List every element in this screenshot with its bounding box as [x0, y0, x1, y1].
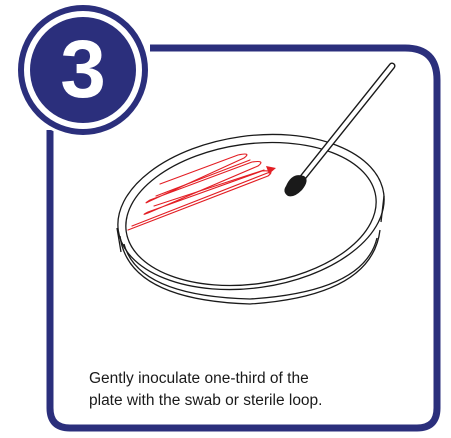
caption-line-1: Gently inoculate one-third of the	[89, 368, 419, 390]
step-number: 3	[30, 17, 136, 123]
caption-line-2: plate with the swab or sterile loop.	[89, 390, 419, 412]
swab-icon	[284, 66, 392, 196]
streak-lines-icon	[128, 154, 276, 230]
instruction-caption: Gently inoculate one-third of the plate …	[89, 368, 419, 412]
